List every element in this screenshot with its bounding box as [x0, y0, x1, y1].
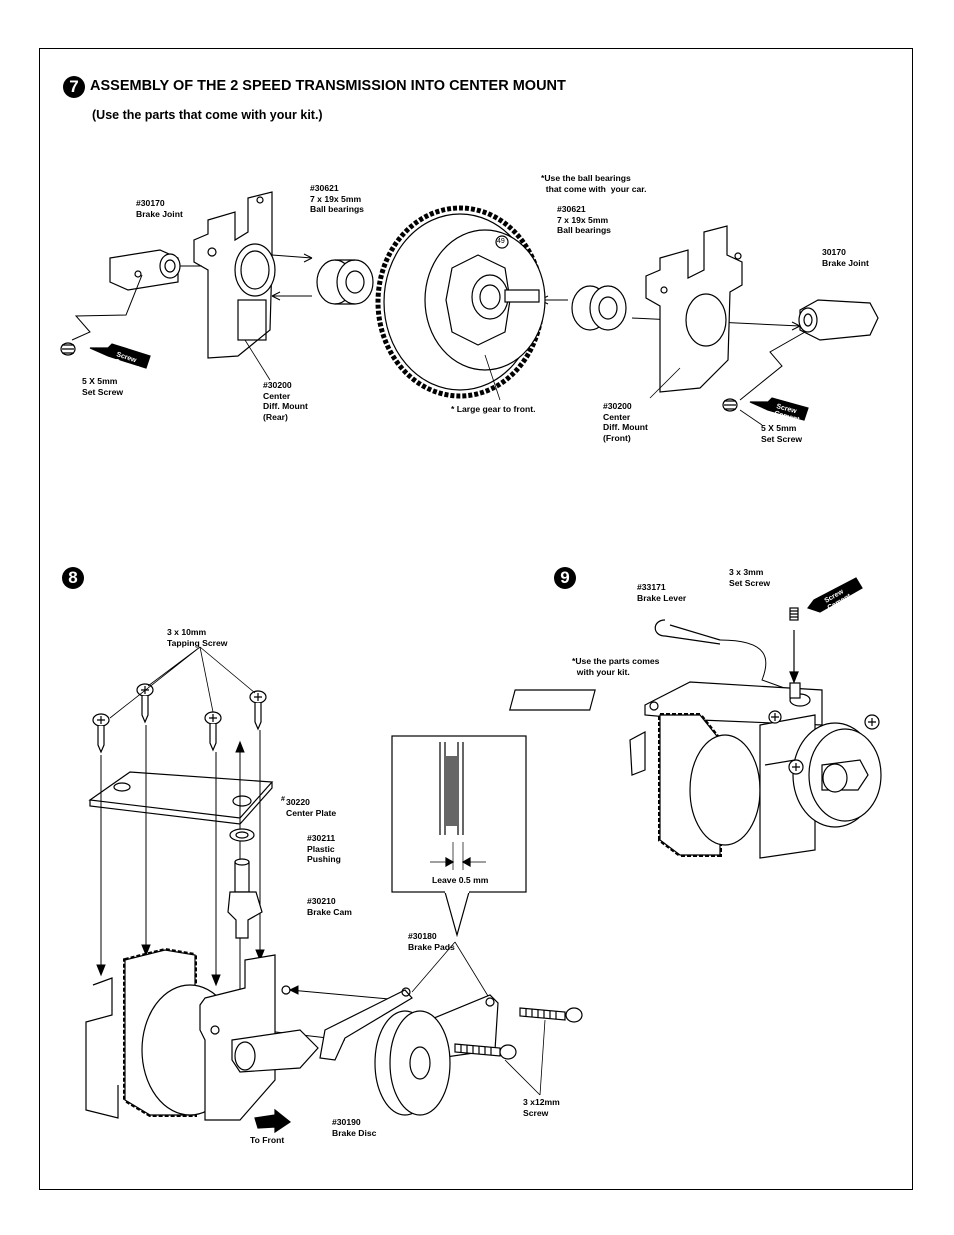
- step8-12mm-screws: [454, 1007, 583, 1096]
- page-frame: [39, 48, 913, 1190]
- step8-tapping-screws: [92, 646, 267, 754]
- label-center-plate: 30220 Center Plate: [286, 797, 337, 818]
- step8-brake-pads-disc: [319, 941, 499, 1116]
- step7-leader-lines: [244, 339, 763, 426]
- label-set-screw-3mm: 3 x 3mm Set Screw: [729, 567, 771, 588]
- step7-brake-joint-right: [739, 299, 879, 401]
- label-mount-front: #30200 Center Diff. Mount (Front): [603, 401, 648, 443]
- label-leave-gap: Leave 0.5 mm: [432, 875, 489, 885]
- step7-diff-gear: [375, 205, 546, 399]
- label-large-gear: * Large gear to front.: [451, 404, 536, 414]
- step7-bearing-right: [571, 285, 627, 331]
- step-7-subtitle: (Use the parts that come with your kit.): [92, 108, 323, 122]
- step-7-title: ASSEMBLY OF THE 2 SPEED TRANSMISSION INT…: [90, 78, 566, 94]
- step9-assembled-unit: [508, 681, 882, 859]
- label-brake-pads: #30180 Brake Pads: [408, 931, 455, 952]
- step9-brake-lever: [654, 619, 791, 691]
- step9-set-screw: Screw Cement: [789, 577, 863, 684]
- label-brake-disc: #30190 Brake Disc: [332, 1117, 377, 1138]
- label-brake-lever: #33171 Brake Lever: [637, 582, 687, 603]
- step8-bushing-cam: [227, 828, 263, 939]
- label-tapping-screw: 3 x 10mm Tapping Screw: [167, 627, 228, 648]
- step-7-badge: 7: [63, 76, 85, 98]
- label-set-screw-right: 5 X 5mm Set Screw: [761, 423, 803, 444]
- label-brake-joint-left: #30170 Brake Joint: [136, 198, 183, 219]
- step-8-badge: 8: [62, 567, 84, 589]
- label-note-parts: *Use the parts comes with your kit.: [572, 656, 660, 677]
- step7-bearing-left: [316, 259, 374, 305]
- label-brake-joint-right: 30170 Brake Joint: [822, 247, 869, 268]
- label-note-bearings: *Use the ball bearings that come with yo…: [541, 173, 647, 194]
- label-gear-number: 49: [497, 238, 505, 245]
- step7-mount-front: [645, 225, 743, 393]
- step-9-badge: 9: [554, 567, 576, 589]
- label-brake-cam: #30210 Brake Cam: [307, 896, 352, 917]
- step8-center-plate: [88, 771, 274, 825]
- step8-detail-box: [391, 735, 527, 938]
- step7-set-screw-right: [722, 398, 738, 412]
- label-center-plate-mark: #: [281, 796, 285, 803]
- step7-mount-rear: [193, 191, 276, 359]
- label-bearing-left: #30621 7 x 19x 5mm Ball bearings: [310, 183, 364, 214]
- step7-cement-left: Screw Cement: [89, 343, 151, 373]
- label-mount-rear: #30200 Center Diff. Mount (Rear): [263, 380, 308, 422]
- step7-set-screw-left: [60, 274, 143, 356]
- label-set-screw-left: 5 X 5mm Set Screw: [82, 376, 124, 397]
- step7-cement-right: Screw Cement: [749, 397, 809, 424]
- label-bearing-right: #30621 7 x 19x 5mm Ball bearings: [557, 204, 611, 235]
- label-screw-12: 3 x12mm Screw: [523, 1097, 560, 1118]
- step8-transmission: [85, 947, 319, 1134]
- step7-brake-joint-left: [109, 249, 181, 291]
- label-to-front: To Front: [250, 1135, 285, 1145]
- label-plastic-bushing: #30211 Plastic Pushing: [307, 833, 341, 864]
